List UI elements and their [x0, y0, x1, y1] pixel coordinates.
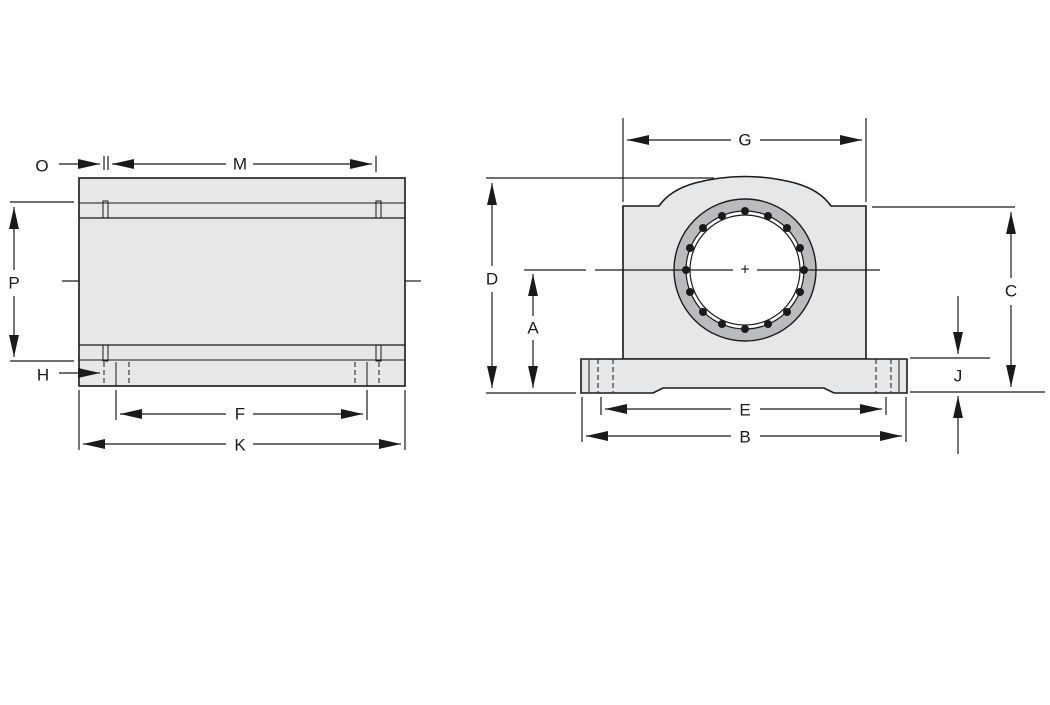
- label-B: B: [739, 428, 750, 447]
- ball-track-icon: [682, 207, 808, 333]
- label-O: O: [35, 157, 48, 176]
- label-A: A: [527, 319, 539, 338]
- label-E: E: [739, 401, 750, 420]
- base-plate: [580, 358, 908, 394]
- center-mark-icon: +: [740, 262, 749, 279]
- side-view: O M P H F K: [8, 155, 421, 455]
- pin-icon: [375, 344, 382, 362]
- label-C: C: [1005, 282, 1017, 301]
- label-J: J: [954, 367, 963, 386]
- label-P: P: [8, 274, 19, 293]
- housing-side-body: [78, 177, 406, 387]
- label-F: F: [235, 405, 245, 424]
- label-G: G: [738, 131, 751, 150]
- pin-icon: [375, 200, 382, 219]
- label-M: M: [233, 155, 247, 174]
- pin-icon: [102, 344, 109, 362]
- label-H: H: [37, 366, 49, 385]
- label-K: K: [234, 436, 246, 455]
- end-view: + G D A C J E: [486, 118, 1045, 454]
- label-D: D: [486, 270, 498, 289]
- pin-icon: [102, 200, 109, 219]
